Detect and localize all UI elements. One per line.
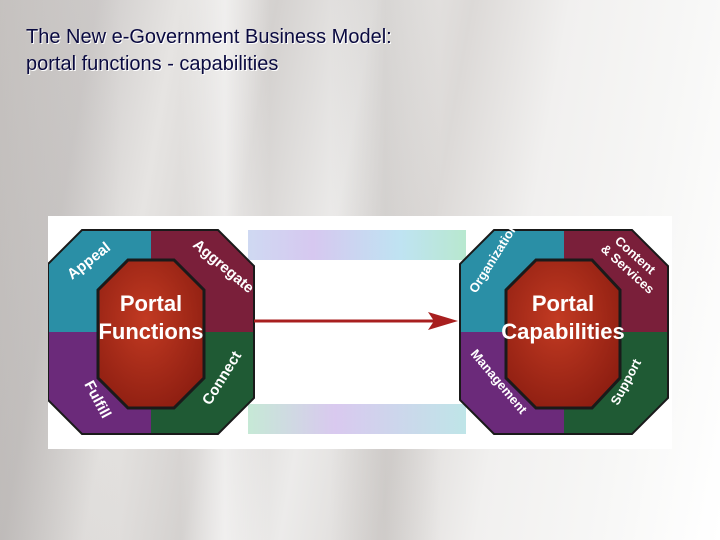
center-octagon-right — [504, 258, 622, 410]
arrow-functions-to-capabilities — [254, 312, 458, 330]
slide-title: The New e-Government Business Model: por… — [26, 24, 392, 78]
connector-band-bottom — [248, 404, 466, 434]
center-octagon-left — [96, 258, 206, 410]
center-label-line-1: Portal — [532, 291, 594, 316]
connector-gap — [254, 260, 460, 404]
right-octagon: Portal Capabilities Organization Content… — [459, 220, 669, 435]
portal-diagram: Portal Functions Appeal Aggregate Fulfil… — [48, 216, 672, 449]
title-line-2: portal functions - capabilities — [26, 53, 279, 75]
left-octagon: Portal Functions Appeal Aggregate Fulfil… — [48, 229, 257, 435]
title-line-1: The New e-Government Business Model: — [26, 26, 392, 48]
connector-band-top — [248, 230, 466, 260]
center-label-line-2: Functions — [98, 319, 203, 344]
center-label-line-1: Portal — [120, 291, 182, 316]
center-label-line-2: Capabilities — [501, 319, 624, 344]
portal-diagram-svg: Portal Functions Appeal Aggregate Fulfil… — [48, 220, 669, 435]
